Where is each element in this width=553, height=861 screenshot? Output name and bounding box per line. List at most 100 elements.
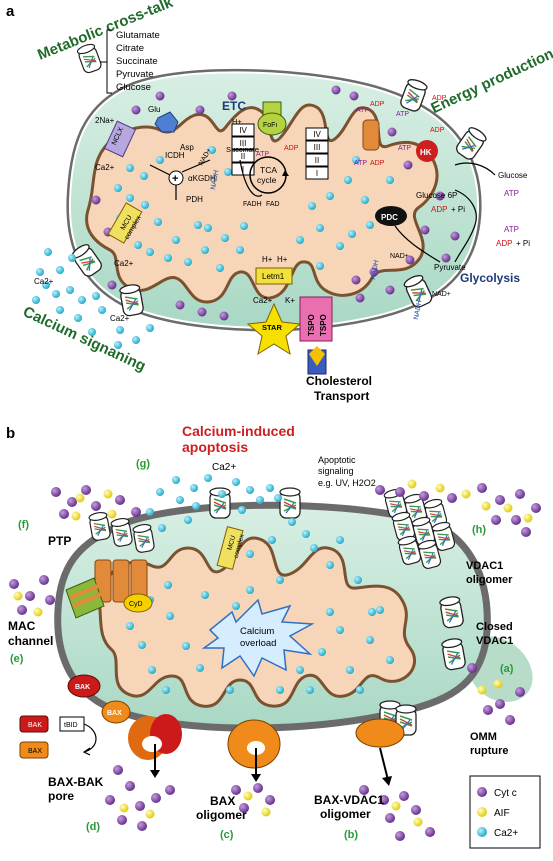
ca-ion [232,602,240,610]
aif [413,817,423,827]
metabolite-glucose: Glucose [116,82,151,93]
fadh-label: FADH [243,201,262,208]
cyt-c [399,791,409,801]
ca-b-label: Ca2+ [212,462,236,473]
vdac1-channel [209,487,231,519]
cyt-c [495,699,505,709]
cyt-c [231,785,241,795]
cyt-c [81,485,91,495]
label-e: (e) [10,653,24,665]
apoptotic-2: signaling [318,466,354,476]
cyt-c [253,783,263,793]
ca-ion [268,536,276,544]
vdac1-channel [411,516,436,547]
vdac1-channel [88,512,111,541]
atp-label-2: ATP [356,107,369,114]
ca-ion [246,586,254,594]
h-label-1: H+ [232,117,242,126]
bax-vdac1-2: oligomer [320,807,371,821]
panel-a-small-labels: Glu Asp 2Na+ Ca2+ ICDH αKGDH PDH Succina… [34,95,530,323]
cyt-c [51,487,61,497]
label-a: (a) [500,663,514,675]
ca-label-1: Ca2+ [95,163,115,172]
closed-vdac1-1: Closed [476,621,513,633]
tbid-label: tBID [64,722,78,729]
cyt-c [450,231,460,241]
cyt-c [385,813,395,823]
ca-ion [164,254,172,262]
ca-ion [66,286,74,294]
cyt-c [9,579,19,589]
ca-ion [296,666,304,674]
cyt-c [359,785,369,795]
star-label: STAR [262,323,282,332]
metabolite-succinate: Succinate [116,56,158,67]
ca-ion [114,341,122,349]
cyt-c [419,491,429,501]
label-g: (g) [136,458,150,470]
cyt-c [515,687,525,697]
ca-ion [306,686,314,694]
cyt-c [131,105,141,115]
adp-label-2: ADP [370,101,385,108]
ca-ion [208,146,216,154]
ca-ion [201,591,209,599]
adp-label-4: ADP [432,95,447,102]
tca-cycle: TCA cycle [249,156,289,194]
vdac1-channel [441,638,466,671]
ca-ion [336,626,344,634]
hexokinase: HK [416,140,438,162]
bax-bak-pore-2: pore [48,789,74,803]
tca-label-2: cycle [257,175,277,185]
cyt-c [349,91,359,101]
aif [435,483,445,493]
ca-label-3: Ca2+ [114,259,134,268]
cyt-c [491,515,501,525]
tspo-star-complex: STAR TSPO TSPO [246,296,333,375]
ca-ion [98,306,106,314]
ca-ion [204,224,212,232]
fad-label: FAD [266,201,280,208]
pdh-label: PDH [186,195,203,204]
panel-b-labels: Calcium-induced apoptosis (g) Ca2+ Apopt… [8,423,514,841]
cyt-c [17,605,27,615]
complex-label: III [240,139,247,148]
aif [107,509,117,519]
ptp-label: PTP [48,534,71,548]
bax-label-1: BAX [28,748,42,755]
cyt-c [91,501,101,511]
cyt-c [227,91,237,101]
calcium-overload-2: overload [240,638,276,649]
vdac1-channel [119,284,144,317]
ca-ion [166,612,174,620]
cyt-c [435,191,445,201]
ca-ion [158,524,166,532]
adp-label-5: ADP [430,127,445,134]
cyt-c [395,487,405,497]
ca-ion [132,336,140,344]
cyd-label: CyD [129,601,143,608]
ca-ion [126,164,134,172]
ca-ion [226,686,234,694]
atp-label-1: ATP [256,151,269,158]
cyt-c [467,663,477,673]
nadh-label-2: NADH [370,260,380,281]
succinate-label: Succinate [226,145,259,154]
fofi-label: FoFı [263,122,277,129]
plus-sign: + [172,173,178,185]
ca-ion [182,642,190,650]
cyt-c [369,267,379,277]
ca-ion [296,236,304,244]
cyt-c [117,815,127,825]
ca-ion [232,478,240,486]
cholesterol-line2: Transport [314,389,369,403]
ca-ion [204,474,212,482]
bax-label-2: BAX [107,710,122,717]
vdac1-channel [403,274,433,308]
ca-ion [146,248,154,256]
legend-swatch [477,787,487,797]
cyt-c [385,285,395,295]
cyt-c [375,485,385,495]
